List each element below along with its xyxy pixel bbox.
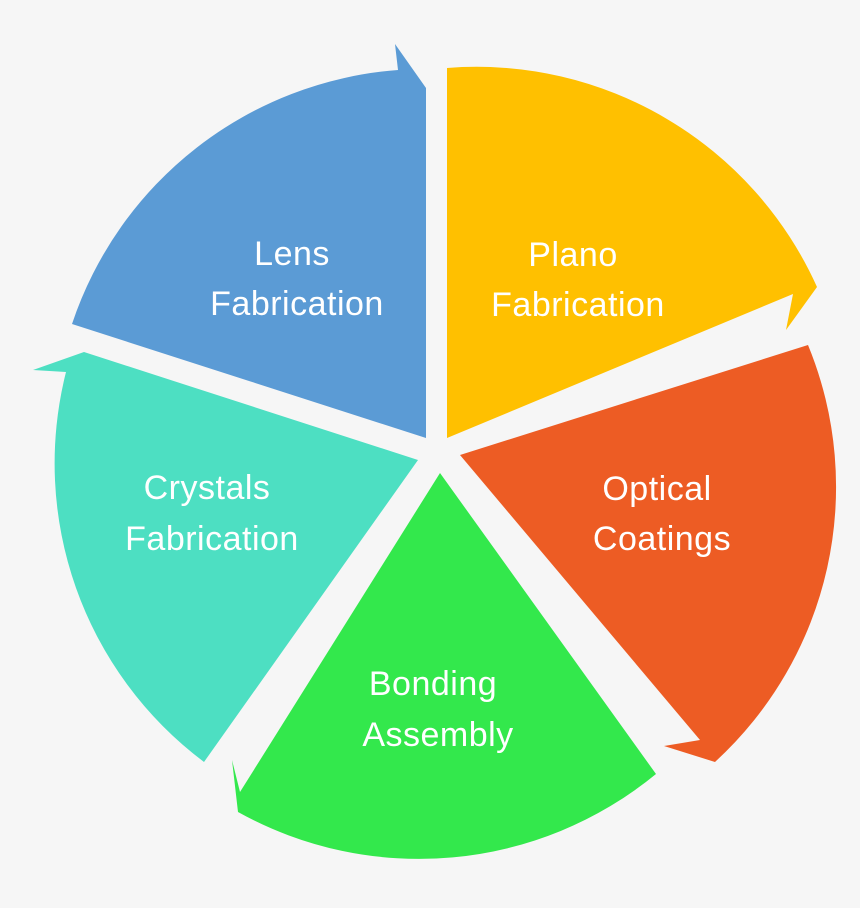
segment-plano-label-line2: Fabrication xyxy=(491,286,665,324)
segment-optical-label-line1: Optical xyxy=(602,470,711,508)
segment-crystals: Crystals Fabrication xyxy=(33,352,418,762)
segment-lens-label: Lens Fabrication xyxy=(210,235,384,323)
segment-crystals-label-line1: Crystals xyxy=(144,469,271,507)
segment-plano-label: Plano Fabrication xyxy=(491,236,665,324)
segment-bonding: Bonding Assembly xyxy=(232,473,656,859)
segment-crystals-wedge xyxy=(33,352,418,762)
segment-bonding-label-line2: Assembly xyxy=(362,716,513,754)
segment-crystals-label-line2: Fabrication xyxy=(125,520,299,558)
segment-plano-wedge xyxy=(447,66,817,438)
segment-optical-label-line2: Coatings xyxy=(593,520,731,558)
segment-bonding-label: Bonding Assembly xyxy=(362,665,513,754)
segment-optical-label: Optical Coatings xyxy=(593,470,731,558)
segment-plano-label-line1: Plano xyxy=(528,236,617,274)
segment-bonding-wedge xyxy=(232,473,656,859)
segment-crystals-label: Crystals Fabrication xyxy=(125,469,299,558)
segment-plano: Plano Fabrication xyxy=(447,66,817,438)
segment-bonding-label-line1: Bonding xyxy=(369,665,497,703)
segment-lens-label-line1: Lens xyxy=(254,235,330,273)
segment-optical-wedge xyxy=(460,345,837,762)
segment-lens-wedge xyxy=(72,44,426,438)
segment-lens-label-line2: Fabrication xyxy=(210,285,384,323)
segment-optical: Optical Coatings xyxy=(460,345,837,762)
segment-lens: Lens Fabrication xyxy=(72,44,426,438)
